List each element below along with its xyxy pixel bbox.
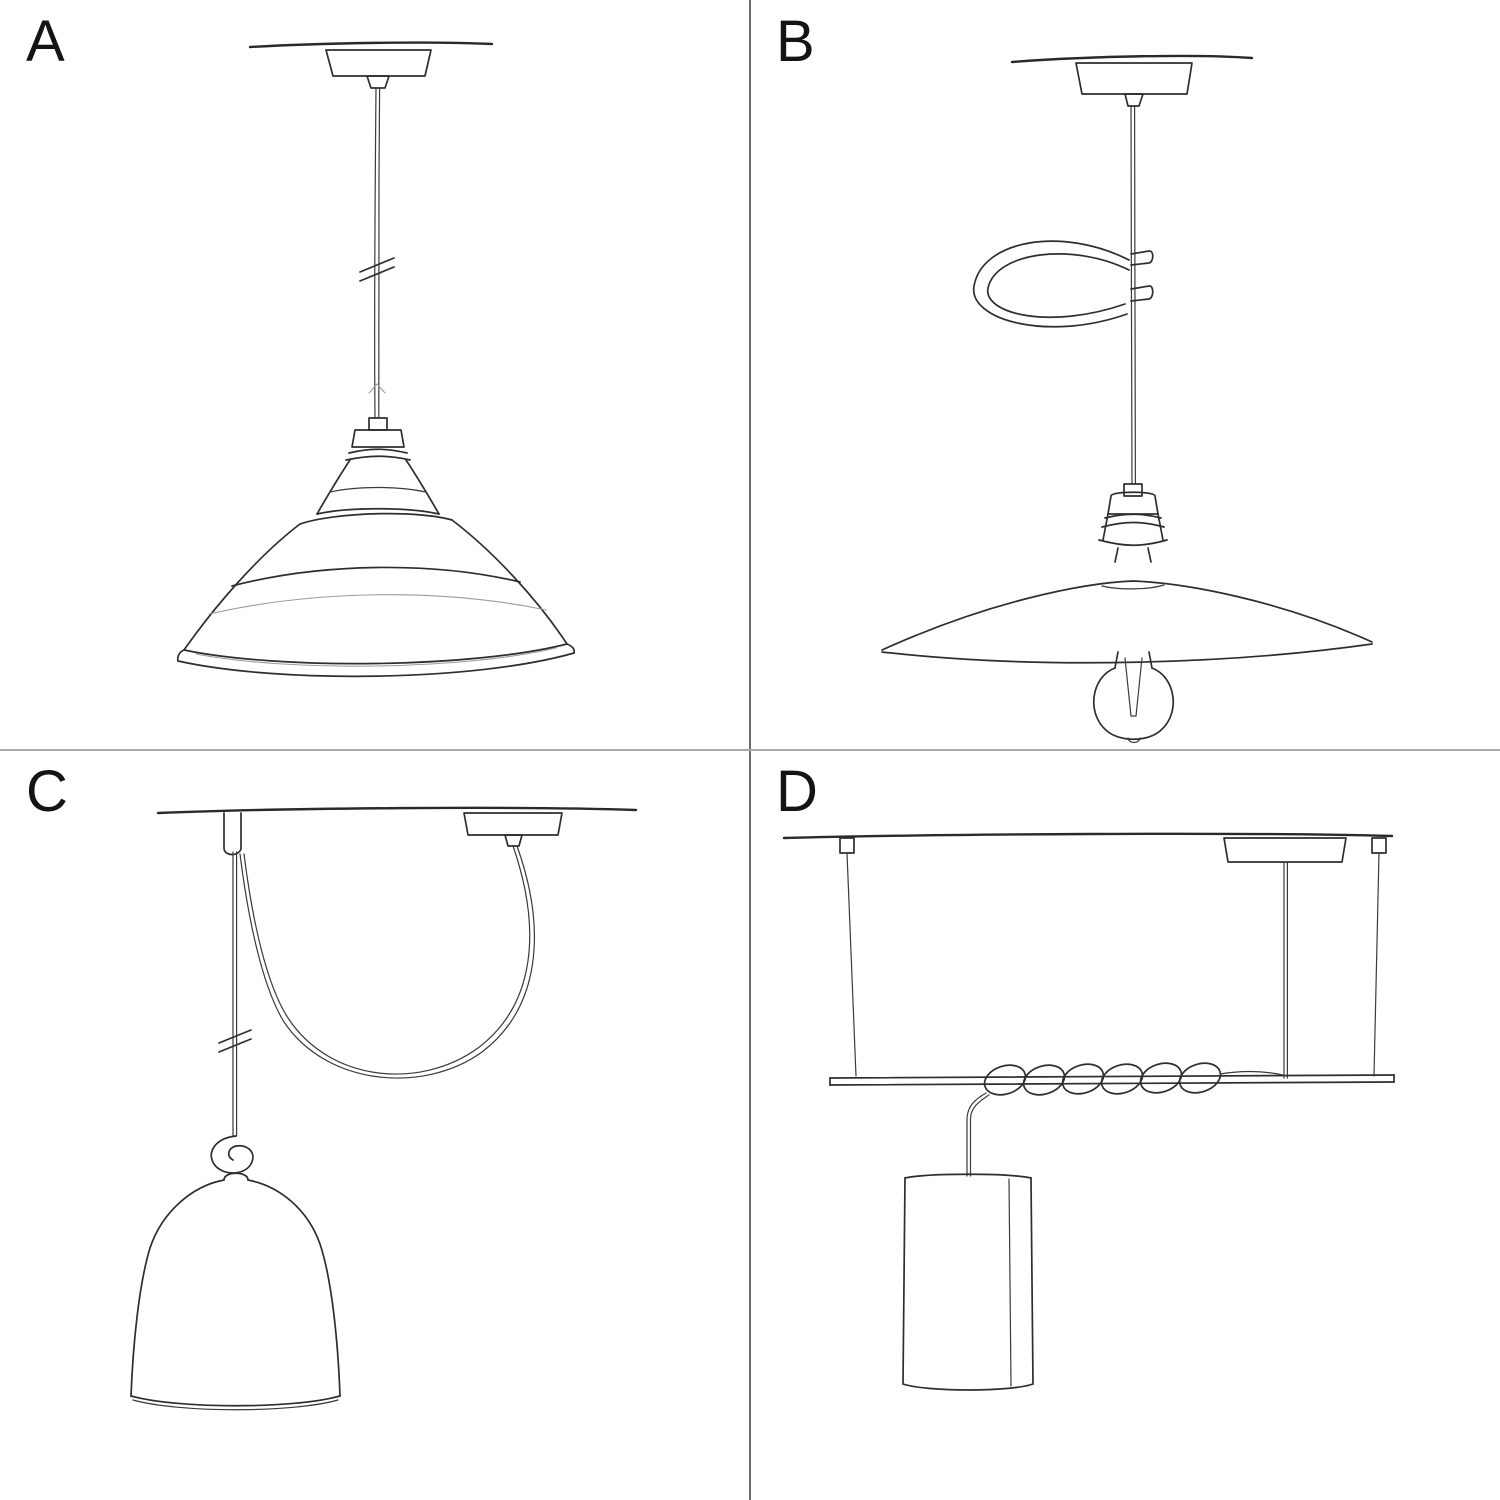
ceiling-rose xyxy=(463,812,563,847)
panel-a: A xyxy=(0,0,750,750)
panel-b: B xyxy=(750,0,1500,750)
panel-c-label: C xyxy=(26,759,69,824)
coiled-cord xyxy=(966,1062,1284,1177)
flat-plate-shade xyxy=(881,580,1373,664)
panel-d: D xyxy=(750,750,1500,1500)
bell-cloche-shade xyxy=(130,1172,341,1411)
ceiling-line xyxy=(1010,54,1254,64)
cylinder-shade xyxy=(902,1173,1034,1391)
ceiling-line xyxy=(782,832,1394,840)
pendant-sketch-d xyxy=(782,832,1395,1391)
suspension-wire-right xyxy=(1371,837,1387,1077)
panel-c: C xyxy=(0,750,750,1500)
lamp-holder xyxy=(1098,483,1168,563)
lamp-holder xyxy=(316,417,440,515)
drop-cord xyxy=(218,851,252,1137)
ceiling-rose xyxy=(325,49,432,89)
ceiling-hook xyxy=(223,812,242,856)
industrial-shade xyxy=(176,512,576,678)
panel-b-label: B xyxy=(776,9,816,74)
pendant-sketch-b xyxy=(881,54,1373,744)
ceiling-rose xyxy=(1075,62,1193,107)
horizontal-bar xyxy=(829,1074,1395,1086)
swag-cable xyxy=(239,845,536,1079)
light-bulb xyxy=(1092,651,1175,744)
panel-d-label: D xyxy=(776,759,819,824)
pendant-cord xyxy=(1130,105,1136,485)
ceiling-line xyxy=(156,806,638,815)
horizontal-divider xyxy=(0,749,1500,751)
ceiling-line xyxy=(248,41,494,49)
panel-a-label: A xyxy=(26,9,66,74)
cable-knot xyxy=(210,1135,254,1174)
cable-strap-clip xyxy=(973,240,1154,328)
pendant-sketch-a xyxy=(176,41,576,678)
suspension-wire-left xyxy=(839,837,857,1077)
ceiling-rose xyxy=(1223,837,1347,1079)
pendant-cord xyxy=(359,87,395,419)
pendant-sketch-c xyxy=(130,806,638,1411)
